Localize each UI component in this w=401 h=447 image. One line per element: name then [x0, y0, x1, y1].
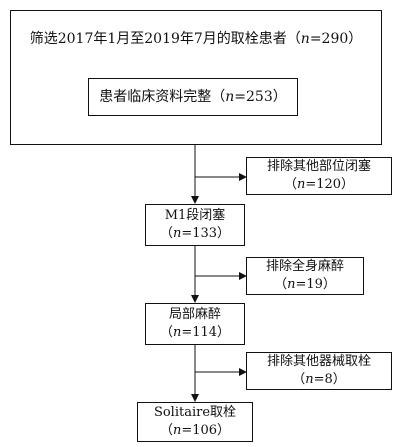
- exclude-general-title: 排除全身麻醉: [265, 259, 344, 274]
- exclude-devices-suffix: =8）: [313, 372, 346, 387]
- exclude-devices-prefix: （: [292, 372, 306, 387]
- exclude-devices-title: 排除其他器械取栓: [266, 354, 371, 369]
- complete-text: 患者临床资料完整（n=253）: [99, 88, 286, 106]
- exclude-other-sites-prefix: （: [283, 177, 297, 192]
- exclude-other-sites-box: 排除其他部位闭塞 （n=120）: [246, 157, 392, 195]
- exclude-devices-n: n: [305, 372, 314, 387]
- screening-box: [10, 10, 382, 145]
- m1-n: n: [172, 226, 182, 241]
- exclude-devices-box: 排除其他器械取栓 （n=8）: [246, 352, 392, 390]
- local-n: n: [172, 325, 182, 340]
- solitaire-n: n: [172, 423, 182, 438]
- local-prefix: （: [159, 325, 173, 340]
- screening-text: 筛选2017年1月至2019年7月的取栓患者（n=290）: [10, 30, 382, 48]
- local-suffix: =114）: [181, 325, 231, 340]
- exclude-other-sites-n: n: [296, 177, 306, 192]
- m1-count: （n=133）: [160, 225, 230, 243]
- exclude-general-count: （n=19）: [274, 276, 336, 294]
- m1-suffix: =133）: [181, 226, 231, 241]
- solitaire-title: Solitaire取栓: [153, 405, 237, 420]
- solitaire-prefix: （: [159, 423, 173, 438]
- local-box: 局部麻醉 （n=114）: [145, 303, 245, 345]
- local-count: （n=114）: [160, 324, 230, 342]
- exclude-other-sites-suffix: =120）: [305, 177, 355, 192]
- complete-box: 患者临床资料完整（n=253）: [88, 78, 298, 116]
- complete-n: n: [225, 89, 235, 105]
- exclude-other-sites-title: 排除其他部位闭塞: [266, 159, 371, 174]
- screening-prefix: 筛选2017年1月至2019年7月的取栓患者（: [29, 31, 301, 47]
- solitaire-count: （n=106）: [160, 422, 230, 440]
- solitaire-suffix: =106）: [181, 423, 231, 438]
- exclude-general-box: 排除全身麻醉 （n=19）: [246, 257, 364, 295]
- exclude-general-n: n: [287, 277, 296, 292]
- complete-suffix: =253）: [234, 89, 287, 105]
- screening-suffix: =290）: [309, 31, 363, 47]
- screening-n: n: [300, 31, 310, 47]
- exclude-general-prefix: （: [274, 277, 288, 292]
- local-title: 局部麻醉: [168, 307, 221, 322]
- m1-box: M1段闭塞 （n=133）: [145, 204, 245, 246]
- complete-prefix: 患者临床资料完整（: [99, 89, 226, 105]
- m1-title: M1段闭塞: [164, 208, 226, 223]
- m1-prefix: （: [159, 226, 173, 241]
- solitaire-box: Solitaire取栓 （n=106）: [137, 402, 253, 442]
- exclude-devices-count: （n=8）: [292, 371, 346, 389]
- exclude-general-suffix: =19）: [295, 277, 336, 292]
- exclude-other-sites-count: （n=120）: [284, 176, 354, 194]
